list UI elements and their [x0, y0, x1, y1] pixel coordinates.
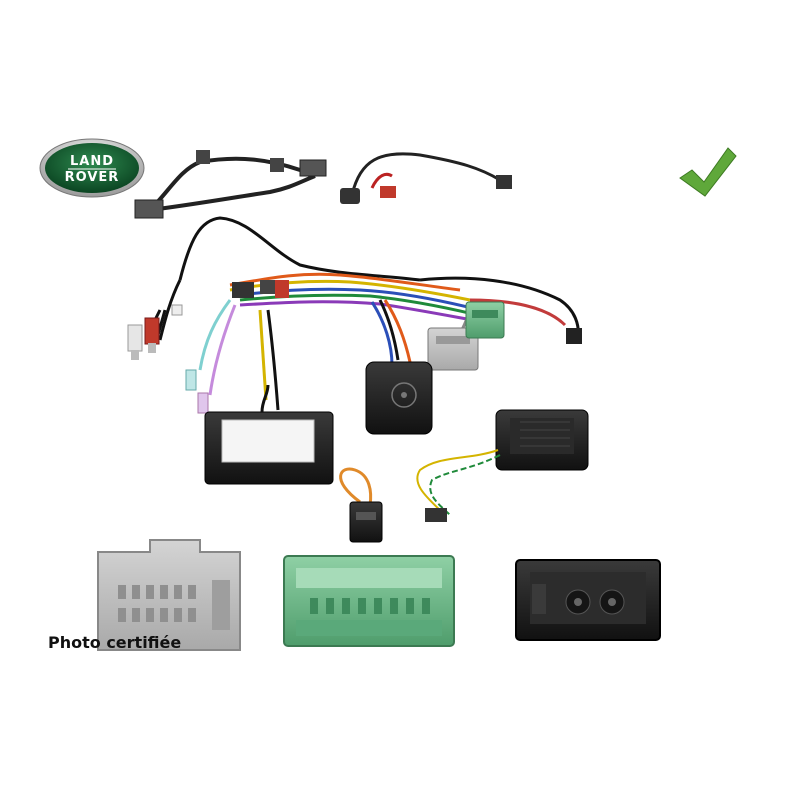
- land-rover-logo: LAND ROVER: [39, 138, 145, 198]
- gray-connector: [427, 327, 479, 371]
- rca-plugs: [127, 309, 167, 360]
- green-connector-closeup: [283, 555, 455, 647]
- logo-text-rover: ROVER: [65, 170, 120, 185]
- antenna-cable: [340, 152, 512, 204]
- harness-cable-top-left: [134, 150, 327, 219]
- interface-module: [365, 361, 433, 435]
- loom-connectors: [171, 280, 582, 344]
- photo-caption: Photo certifiée: [48, 633, 182, 652]
- green-connector: [465, 301, 505, 339]
- gray-connector-closeup: [97, 539, 241, 651]
- control-box: [204, 384, 334, 485]
- checkmark-icon: [679, 147, 737, 197]
- logo-text-land: LAND: [70, 154, 114, 169]
- socket-module: [416, 409, 589, 522]
- black-socket-closeup: [515, 559, 661, 641]
- bypass-loop: [339, 467, 383, 543]
- spade-terminals: [185, 369, 209, 414]
